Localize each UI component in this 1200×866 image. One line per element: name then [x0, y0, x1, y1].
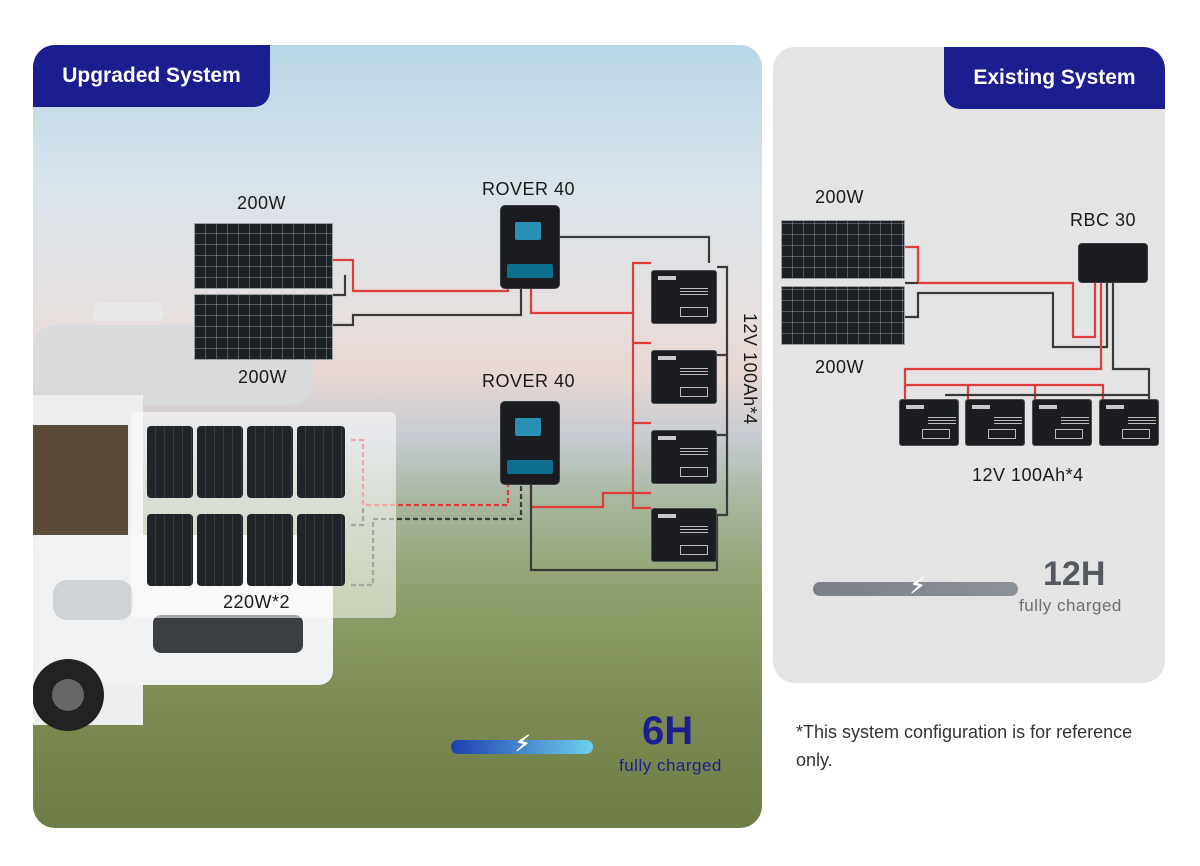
flexible-panels-label: 220W*2: [223, 592, 291, 612]
battery: [651, 350, 717, 404]
flexible-panels-group: 220W*2: [131, 412, 396, 618]
flexible-panel-cell: [297, 514, 345, 586]
upgraded-charge-caption: fully charged: [619, 756, 722, 775]
existing-charge-bar: [813, 582, 1018, 596]
upgraded-panel-top-label: 200W: [237, 193, 287, 213]
existing-charge-caption: fully charged: [1019, 596, 1122, 615]
battery: [651, 508, 717, 562]
reference-footnote: *This system configuration is for refere…: [796, 722, 1133, 770]
solar-panel: [194, 294, 333, 360]
lightning-bolt-icon: ⚡︎: [910, 573, 926, 598]
upgraded-battery-label: 12V 100Ah*4: [740, 313, 760, 425]
flexible-panel-cell: [147, 426, 193, 498]
upgraded-panel-bottom-label: 200W: [238, 367, 288, 387]
existing-battery-label: 12V 100Ah*4: [972, 465, 1084, 485]
flexible-panel-cell: [297, 426, 345, 498]
existing-panel-bottom-label: 200W: [815, 357, 865, 377]
existing-charge-time: 12H: [1043, 555, 1106, 593]
solar-panel: [194, 223, 333, 289]
existing-system-card: Existing System 200W 200W RBC 30 12V 100…: [773, 47, 1165, 683]
upgraded-system-card: Upgraded System 200W 200W: [33, 45, 762, 828]
rbc-controller-label: RBC 30: [1070, 210, 1137, 230]
rover-top-label: ROVER 40: [482, 179, 576, 199]
battery: [899, 399, 959, 446]
battery: [1099, 399, 1159, 446]
rbc-controller: [1078, 243, 1148, 283]
upgraded-system-tag: Upgraded System: [33, 45, 270, 107]
battery: [651, 430, 717, 484]
solar-panel: [781, 286, 905, 345]
rover-bottom-label: ROVER 40: [482, 371, 576, 391]
existing-wiring: [903, 245, 1151, 399]
battery: [965, 399, 1025, 446]
battery: [651, 270, 717, 324]
flexible-panel-cell: [247, 426, 293, 498]
upgraded-charge-bar: [451, 740, 593, 754]
rover-controller: [500, 205, 560, 289]
existing-panel-top-label: 200W: [815, 187, 865, 207]
flexible-panel-cell: [147, 514, 193, 586]
battery: [1032, 399, 1092, 446]
upgraded-charge-time: 6H: [642, 709, 694, 753]
solar-panel: [781, 220, 905, 279]
rover-controller: [500, 401, 560, 485]
flexible-panel-cell: [197, 426, 243, 498]
flexible-panel-cell: [247, 514, 293, 586]
lightning-bolt-icon: ⚡︎: [515, 731, 531, 756]
flexible-panel-cell: [197, 514, 243, 586]
existing-system-tag: Existing System: [944, 47, 1165, 109]
